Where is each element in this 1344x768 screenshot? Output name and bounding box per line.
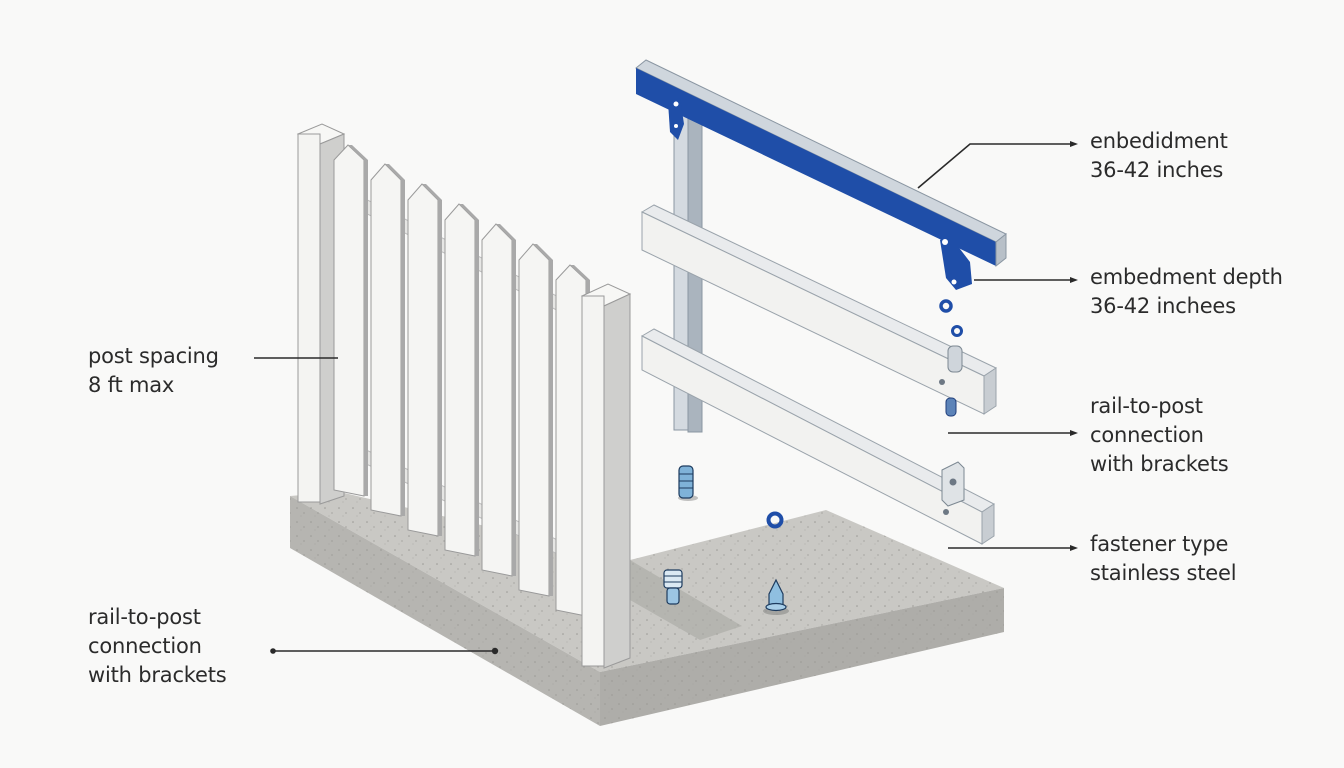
rail-bracket-left (668, 98, 684, 140)
label-line: stainless steel (1090, 561, 1237, 585)
anchor-bolt-2 (663, 569, 683, 605)
label-line: with brackets (1090, 452, 1229, 476)
washers (766, 299, 963, 529)
leader-top-rail (917, 143, 1072, 189)
leader-lines (254, 141, 1078, 655)
label-line: fastener type (1090, 532, 1229, 556)
label-line: connection (88, 634, 202, 658)
label-rail-connection-right: rail-to-post connection with brackets (1090, 392, 1229, 479)
label-bracket: embedment depth 36-42 inchees (1090, 263, 1283, 321)
label-line: enbedidment (1090, 129, 1228, 153)
label-line: rail-to-post (1090, 394, 1203, 418)
anchor-bolt-1 (678, 465, 698, 501)
concrete-footing (290, 492, 1004, 726)
anchor-bolt-3 (763, 578, 789, 615)
label-line: 8 ft max (88, 373, 175, 397)
label-line: 36-42 inches (1090, 158, 1224, 182)
right-post (580, 283, 632, 669)
label-line: rail-to-post (88, 605, 201, 629)
label-line: 36-42 inchees (1090, 294, 1236, 318)
middle-rail (640, 204, 998, 415)
picket-fence (296, 123, 632, 669)
rail-bracket-right (940, 236, 972, 290)
label-line: post spacing (88, 344, 219, 368)
anchor-bolts (663, 465, 789, 615)
label-fastener: fastener type stainless steel (1090, 530, 1237, 588)
lower-rail (640, 328, 995, 545)
label-rail-connection-left: rail-to-post connection with brackets (88, 603, 227, 690)
pickets (333, 144, 590, 617)
top-rail (635, 59, 1007, 268)
steel-assembly (635, 59, 1007, 615)
label-line: with brackets (88, 663, 227, 687)
label-line: embedment depth (1090, 265, 1283, 289)
label-post-spacing: post spacing 8 ft max (88, 342, 219, 400)
label-line: connection (1090, 423, 1204, 447)
label-top-rail: enbedidment 36-42 inches (1090, 127, 1228, 185)
